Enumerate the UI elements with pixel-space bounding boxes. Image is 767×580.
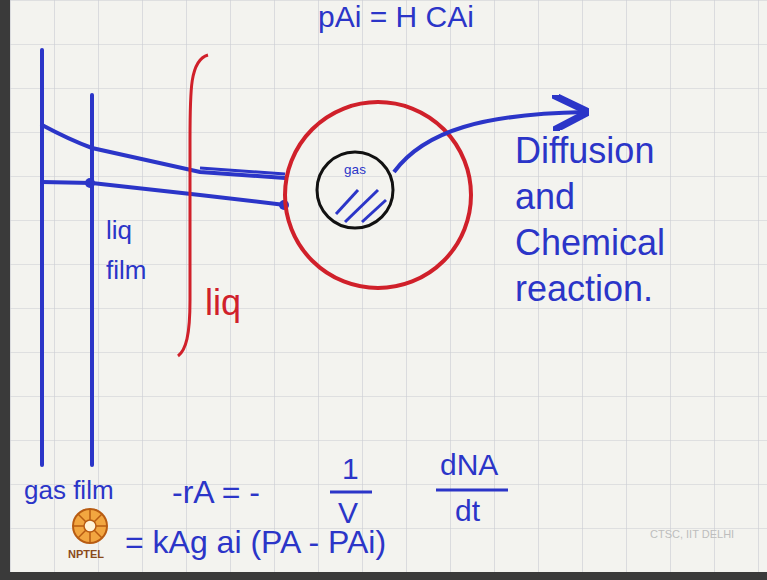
liquid-shell — [285, 102, 471, 288]
fraction-denominator: dt — [455, 494, 480, 527]
rate-equation: = kAg ai (PA - PAi) — [125, 524, 386, 561]
fraction-numerator: dNA — [440, 448, 498, 483]
rate-equation: -rA = - — [172, 474, 260, 511]
fraction-numerator: dNA — [440, 448, 498, 481]
equilibrium-equation: pAi = H CAi — [318, 0, 474, 33]
rate-equation: = kAg ai (PA - PAi) — [125, 524, 386, 560]
region-label: liq — [205, 282, 241, 323]
hatch-line — [345, 190, 378, 222]
gas-bubble: gas — [315, 150, 395, 230]
equilibrium-equation: pAi = H CAi — [318, 0, 474, 35]
fraction-numerator: 1 — [342, 452, 359, 485]
fraction-denominator: dt — [455, 494, 480, 529]
concentration-profile — [42, 125, 285, 178]
fraction-numerator: 1 — [342, 452, 359, 487]
concentration-profile — [42, 182, 285, 205]
hatch-line — [336, 190, 358, 214]
region-label: liq — [205, 282, 241, 323]
interface-line — [90, 95, 94, 465]
rate-equation: -rA = - — [172, 474, 260, 510]
node-label: gas — [315, 162, 395, 177]
region-label: liq film — [106, 215, 146, 285]
logo-text: NPTEL — [68, 548, 104, 560]
region-label: gas film — [24, 476, 114, 506]
watermark: CTSC, IIT DELHI — [650, 528, 734, 541]
hatch-line — [362, 200, 386, 222]
frame-edge — [0, 572, 767, 580]
gas-film-boundary — [40, 50, 44, 465]
note-text: Diffusion and Chemical reaction. — [515, 128, 715, 312]
fraction-bar — [436, 489, 508, 492]
logo-icon — [73, 509, 107, 543]
note-text: Diffusion and Chemical reaction. — [515, 130, 665, 309]
region-label: gas film — [24, 475, 114, 505]
logo-icon — [73, 509, 107, 543]
watermark: CTSC, IIT DELHI — [650, 528, 734, 540]
logo-text: NPTEL — [68, 548, 104, 561]
fraction-bar — [330, 491, 372, 494]
region-label: liq film — [106, 210, 176, 290]
liquid-bracket — [178, 55, 208, 356]
frame-edge — [0, 0, 10, 580]
profile-dot — [85, 178, 95, 188]
concentration-profile — [200, 168, 285, 174]
